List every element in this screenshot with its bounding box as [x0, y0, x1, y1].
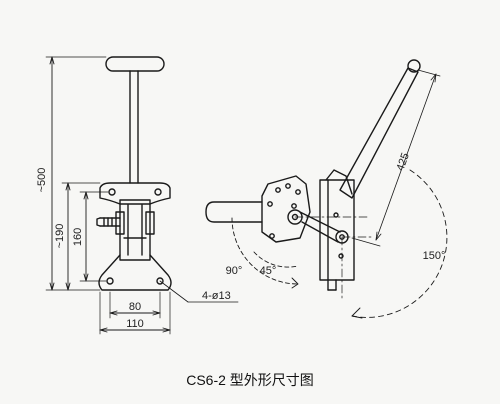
dim-500 [45, 56, 107, 291]
dim-160 [79, 191, 109, 282]
front-handle-grip [105, 56, 165, 72]
side-handle [339, 67, 419, 199]
dim-80 [109, 291, 161, 319]
dim-160-label: 160 [72, 228, 84, 246]
figure-caption: CS6-2 型外形尺寸图 [186, 372, 314, 388]
dim-110-label: 110 [126, 318, 144, 330]
side-cam-plate [261, 175, 311, 243]
dim-80-label: 80 [129, 301, 141, 313]
dim-190 [61, 182, 101, 291]
side-mount-frame [319, 179, 355, 281]
front-view [45, 56, 239, 335]
front-upper-bracket [99, 182, 171, 205]
leader-holes [159, 280, 239, 303]
dim-425-label: 425 [394, 151, 412, 172]
angle-arcs [231, 169, 448, 319]
angle-90-label: 90° [226, 265, 243, 277]
center-lines [294, 216, 373, 301]
dim-110 [99, 291, 171, 335]
side-rod [205, 201, 263, 223]
angle-150-label: 150° [423, 250, 446, 262]
holes-label: 4-ø13 [202, 290, 231, 302]
front-base-plate [98, 254, 172, 291]
side-view [205, 59, 448, 319]
dim-425 [351, 69, 441, 247]
angle-45-label: 45° [260, 265, 277, 277]
front-body [119, 199, 151, 261]
dim-500-label: ~500 [36, 168, 48, 193]
dim-190-label: ~190 [54, 224, 66, 249]
